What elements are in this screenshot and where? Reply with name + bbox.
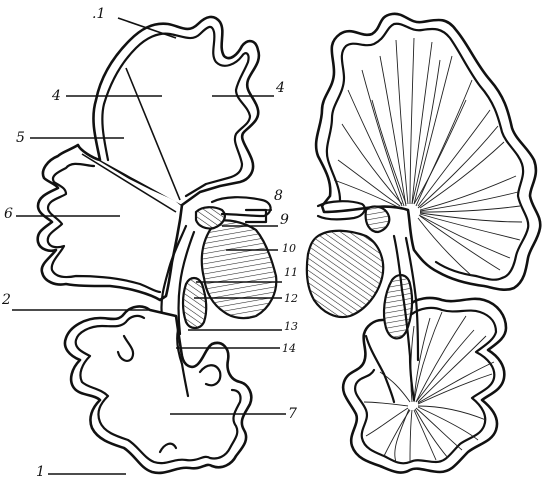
left-temporal-lobe-outline: [65, 307, 251, 473]
left-hemisphere: [38, 17, 277, 473]
label-5: 5: [16, 130, 25, 146]
label-4-right: 4: [275, 80, 285, 96]
label-9: 9: [280, 212, 289, 228]
label-11: 11: [284, 266, 298, 279]
label-4-left: 4: [51, 88, 61, 104]
label-1-bottom: 1: [36, 464, 45, 480]
label-7: 7: [288, 406, 297, 422]
label-6: 6: [4, 206, 13, 222]
label-1-top: .1: [92, 6, 105, 22]
label-12: 12: [284, 292, 298, 305]
label-14: 14: [282, 342, 296, 355]
label-8: 8: [274, 188, 283, 204]
left-nucleus-10-hatch: [202, 220, 277, 318]
right-hemisphere: [307, 14, 540, 473]
right-nucleus-10-hatch: [307, 231, 383, 317]
label-10: 10: [282, 242, 296, 255]
label-13: 13: [284, 320, 298, 333]
label-2: 2: [1, 292, 11, 308]
